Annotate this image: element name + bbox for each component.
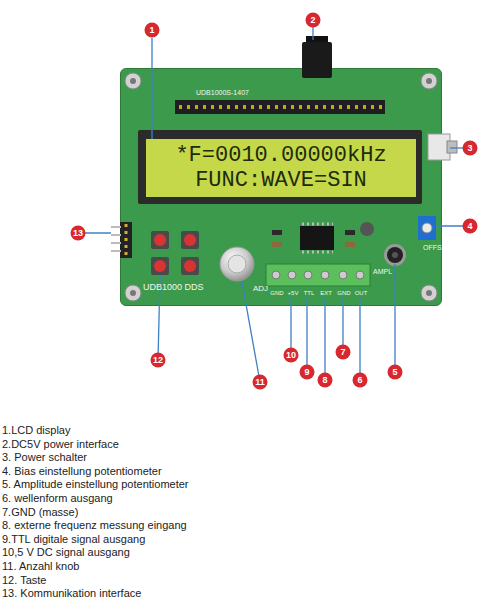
callout-circle-fill (336, 345, 351, 360)
legend-list-item: 4. Bias einstellung potentiometer (2, 465, 162, 478)
legend-list-item: 12. Taste (2, 574, 46, 587)
silkscreen-label: UDB1000 DDS (143, 283, 204, 293)
silkscreen-label: EXT (318, 290, 334, 297)
callout-circle-fill (253, 375, 268, 390)
silkscreen-label: GND (269, 290, 285, 297)
callout-number: 9 (299, 364, 315, 380)
callout-circle-fill (71, 226, 86, 241)
legend-list-item: 10,5 V DC signal ausgang (2, 546, 130, 559)
callout-circle: 10 (283, 347, 299, 363)
callout-number: 13 (70, 225, 86, 241)
dc-jack-plug (306, 36, 328, 46)
callout-number: 1 (144, 22, 160, 38)
legend-list-item: 7.GND (masse) (2, 506, 78, 519)
legend-list-item: 6. wellenform ausgang (2, 492, 113, 505)
silkscreen-label: UDB1000S-1407 (196, 89, 249, 97)
callout-circle: 12 (150, 352, 166, 368)
leader-line (151, 38, 152, 139)
silkscreen-label: +5V (285, 290, 301, 297)
silkscreen-label: ADJ (253, 285, 268, 294)
silkscreen-label: GND (336, 290, 352, 297)
legend-list-item: 2.DC5V power interface (2, 438, 119, 451)
switch-lever (447, 141, 457, 153)
leader-line (342, 298, 343, 352)
callout-circle-fill (318, 373, 333, 388)
silkscreen-label: TTL (301, 290, 317, 297)
callout-number: 3 (462, 140, 478, 156)
callout-number: 10 (283, 347, 299, 363)
callout-circle: 3 (462, 140, 478, 156)
callout-number: 8 (317, 372, 333, 388)
leader-line (290, 298, 291, 355)
leader-line (306, 298, 307, 372)
pcb-board: UDB1000S-1407UDB1000 DDSADJAMPLOFFSGND+5… (120, 68, 442, 306)
callout-circle: 5 (387, 364, 403, 380)
callout-circle: 8 (317, 372, 333, 388)
callout-circle-fill (284, 348, 299, 363)
legend-list-item: 8. externe frequenz messung eingang (2, 519, 187, 532)
callout-number: 6 (352, 372, 368, 388)
legend-list-item: 9.TTL digitale signal ausgang (2, 533, 145, 546)
callout-circle: 11 (252, 374, 268, 390)
callout-circle: 4 (462, 218, 478, 234)
callout-circle-fill (151, 353, 166, 368)
leader-line (359, 298, 360, 380)
callout-circle-fill (353, 373, 368, 388)
legend-list-item: 3. Power schalter (2, 451, 87, 464)
legend-list-item: 5. Amplitude einstellung potentiometer (2, 478, 189, 491)
callout-circle: 2 (305, 12, 321, 28)
callout-number: 12 (150, 352, 166, 368)
callout-circle: 9 (299, 364, 315, 380)
lcd-bezel (138, 130, 422, 204)
callout-number: 7 (335, 344, 351, 360)
silkscreen-label: OFFS (423, 244, 442, 252)
callout-circle: 1 (144, 22, 160, 38)
leader-line (324, 298, 325, 380)
legend-list-item: 13. Kommunikation interface (2, 587, 141, 600)
callout-number: 5 (387, 364, 403, 380)
callout-number: 4 (462, 218, 478, 234)
callout-number: 11 (252, 374, 268, 390)
callout-circle: 6 (352, 372, 368, 388)
callout-circle-fill (463, 219, 478, 234)
legend-list-item: 1.LCD display (2, 424, 70, 437)
callout-circle-fill (306, 13, 321, 28)
silkscreen-label: AMPL (373, 268, 392, 276)
lcd-line: FUNC:WAVE=SIN (195, 168, 367, 193)
silkscreen-label: OUT (353, 290, 369, 297)
lcd-display: *F=0010.00000kHzFUNC:WAVE=SIN (146, 139, 416, 197)
callout-circle: 7 (335, 344, 351, 360)
callout-circle: 13 (70, 225, 86, 241)
callout-circle-fill (145, 23, 160, 38)
legend-list-item: 11. Anzahl knob (2, 560, 79, 573)
callout-circle-fill (463, 141, 478, 156)
callout-circle-fill (388, 365, 403, 380)
callout-number: 2 (305, 12, 321, 28)
lcd-line: *F=0010.00000kHz (175, 143, 386, 168)
callout-circle-fill (300, 365, 315, 380)
